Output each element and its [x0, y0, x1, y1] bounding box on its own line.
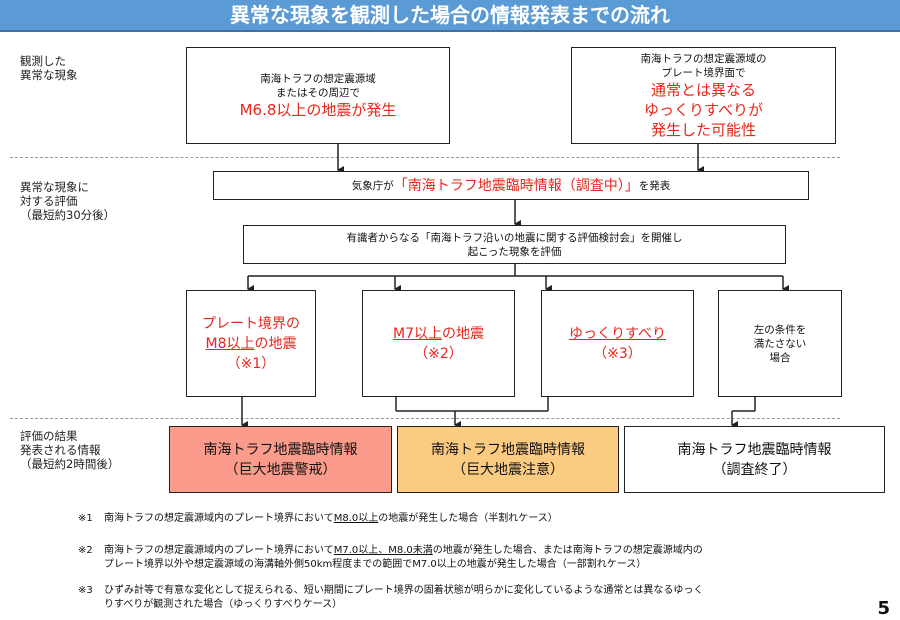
- result-title: 南海トラフ地震臨時情報: [431, 441, 585, 458]
- announce-suffix: を発表: [638, 179, 671, 192]
- committee-text: 起こった現象を評価: [467, 245, 562, 258]
- observation-highlight: 発生した可能性: [650, 120, 756, 139]
- footnote-underlined: M8.0以上: [333, 513, 379, 524]
- row-label-result: 評価の結果 発表される情報 （最短約2時間後）: [20, 429, 120, 471]
- section-divider: [10, 418, 840, 419]
- footnote-text: りすべりが観測された場合（ゆっくりすべりケース）: [104, 599, 343, 610]
- section-divider: [10, 157, 840, 158]
- condition-text: M7以上の地震: [393, 324, 484, 344]
- observation-highlight: ゆっくりすべりが: [644, 100, 763, 119]
- result-box-warning: 南海トラフ地震臨時情報 （巨大地震警戒）: [169, 426, 392, 493]
- footnote-mark: ※2: [78, 545, 93, 556]
- observation-box-slow-slip: 南海トラフの想定震源域の プレート境界面で 通常とは異なる ゆっくりすべりが 発…: [571, 47, 836, 144]
- condition-box-slow-slip: ゆっくりすべり （※3）: [541, 290, 694, 397]
- condition-underlined: M7以上: [393, 325, 442, 342]
- condition-text: 満たさない: [753, 337, 807, 350]
- condition-box-m8: プレート境界の M8以上の地震 （※1）: [186, 290, 316, 397]
- condition-underlined: ゆっくりすべり: [568, 325, 667, 342]
- observation-text: またはその周辺で: [276, 86, 360, 99]
- condition-text: 左の条件を: [753, 323, 807, 336]
- footnote-text: 南海トラフの想定震源域内のプレート境界において: [104, 513, 334, 524]
- observation-text: プレート境界面で: [661, 66, 746, 79]
- row-label-observed: 観測した 異常な現象: [20, 54, 78, 82]
- committee-text: 有識者からなる「南海トラフ沿いの地震に関する評価検討会」を開催し: [346, 231, 683, 244]
- footnote-3: ※3 ひずみ計等で有意な変化として捉えられる、短い期間にプレート境界の固着状態が明…: [78, 584, 858, 612]
- condition-text-rest: の地震: [254, 335, 297, 352]
- footnote-mark: ※3: [78, 585, 93, 596]
- condition-text: ゆっくりすべり: [569, 324, 666, 344]
- announce-prefix: 気象庁が: [351, 179, 394, 192]
- footnote-text: の地震が発生した場合、または南海トラフの想定震源域内の: [432, 545, 703, 556]
- condition-text: M8以上の地震: [206, 334, 297, 354]
- page-title: 異常な現象を観測した場合の情報発表までの流れ: [0, 0, 900, 32]
- condition-text: プレート境界の: [202, 315, 300, 332]
- page-number: 5: [877, 598, 890, 619]
- footnote-mark: ※1: [78, 513, 93, 524]
- result-box-advisory: 南海トラフ地震臨時情報 （巨大地震注意）: [397, 426, 619, 493]
- condition-box-none: 左の条件を 満たさない 場合: [718, 290, 842, 397]
- footnote-text: ひずみ計等で有意な変化として捉えられる、短い期間にプレート境界の固着状態が明らか…: [104, 585, 704, 596]
- condition-ref: （※1）: [226, 355, 276, 372]
- result-title: 南海トラフ地震臨時情報: [203, 441, 358, 458]
- announce-highlight: 「南海トラフ地震臨時情報（調査中）」: [393, 177, 639, 194]
- condition-box-m7: M7以上の地震 （※2）: [362, 290, 515, 397]
- footnote-text: 南海トラフの想定震源域内のプレート境界において: [104, 545, 334, 556]
- row-label-evaluation: 異常な現象に 対する評価 （最短約30分後）: [20, 180, 116, 222]
- condition-ref: （※2）: [414, 345, 463, 362]
- observation-highlight: M6.8以上の地震が発生: [239, 100, 397, 119]
- result-box-investigation-ended: 南海トラフ地震臨時情報 （調査終了）: [624, 426, 885, 493]
- observation-box-earthquake: 南海トラフの想定震源域 またはその周辺で M6.8以上の地震が発生: [186, 47, 450, 144]
- observation-text: 南海トラフの想定震源域の: [640, 52, 767, 65]
- committee-box: 有識者からなる「南海トラフ沿いの地震に関する評価検討会」を開催し 起こった現象を…: [243, 225, 786, 264]
- observation-highlight: 通常とは異なる: [650, 80, 756, 99]
- observation-text: 南海トラフの想定震源域: [260, 72, 376, 85]
- footnote-underlined: M7.0以上、M8.0未満: [333, 545, 433, 556]
- result-subtitle: （巨大地震注意）: [452, 461, 564, 478]
- footnote-1: ※1 南海トラフの想定震源域内のプレート境界においてM8.0以上の地震が発生した場…: [78, 512, 858, 526]
- condition-underlined: M8以上: [205, 335, 255, 352]
- announce-box: 気象庁が 「南海トラフ地震臨時情報（調査中）」 を発表: [213, 171, 809, 200]
- result-title: 南海トラフ地震臨時情報: [677, 441, 832, 458]
- result-subtitle: （巨大地震警戒）: [224, 461, 337, 478]
- condition-text-rest: の地震: [442, 325, 484, 342]
- condition-text: 場合: [769, 351, 791, 364]
- footnote-2: ※2 南海トラフの想定震源域内のプレート境界においてM7.0以上、M8.0未満の地…: [78, 544, 858, 572]
- result-subtitle: （調査終了）: [712, 461, 797, 478]
- footnote-text: の地震が発生した場合（半割れケース）: [378, 513, 558, 524]
- condition-ref: （※3）: [593, 345, 642, 362]
- footnote-text: プレート境界以外や想定震源域の海溝軸外側50km程度までの範囲でM7.0以上の地…: [104, 559, 647, 570]
